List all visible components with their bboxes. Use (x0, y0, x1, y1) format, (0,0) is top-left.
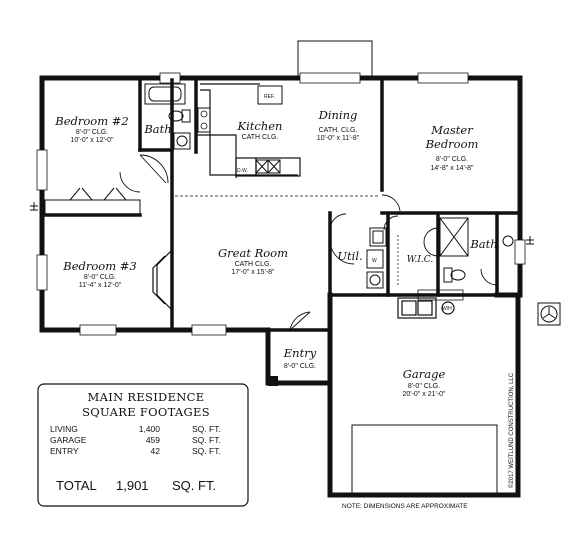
entry-post (268, 376, 278, 386)
dimensions-note: NOTE: DIMENSIONS ARE APPROXIMATE (342, 503, 468, 510)
water-heater-label: W/H (442, 306, 452, 312)
utility-fixtures (366, 227, 387, 289)
refrigerator-icon (257, 85, 283, 105)
room-ceiling: 8'-0" CLG. (76, 129, 108, 136)
room-ceiling: 8'-0" CLG. (408, 383, 440, 390)
room-ceiling: 8'-0" CLG. (284, 363, 316, 370)
sqft-row-value: 459 (146, 435, 160, 445)
room-name: Bedroom #2 (54, 114, 128, 128)
room-name-line1: Master (430, 123, 474, 137)
room-master-bedroom: Master Bedroom 8'-0" CLG. 14'-8" x 14'-8… (425, 123, 479, 172)
stove (197, 107, 211, 133)
room-kitchen: Kitchen CATH CLG. (237, 119, 283, 141)
room-bath-1: Bath (143, 122, 171, 136)
room-dining: Dining CATH. CLG. 10'-0" x 11'-8" (317, 108, 360, 142)
room-name: Great Room (218, 246, 288, 260)
porch-outline (297, 40, 373, 78)
room-size: 10'-0" x 12'-0" (70, 137, 114, 144)
copyright: ©2017 WEITLUND CONSTRUCTION, LLC (508, 372, 515, 488)
washer-label: W (372, 258, 377, 264)
sqft-row-value: 1,400 (139, 424, 161, 434)
sqft-row-unit: SQ. FT. (192, 435, 221, 445)
room-ceiling: 8'-0" CLG. (84, 274, 116, 281)
sqft-row-label: LIVING (50, 424, 78, 434)
room-bath-2: Bath (469, 237, 497, 251)
room-name: Entry (283, 346, 317, 360)
sqft-row-label: ENTRY (50, 446, 79, 456)
room-name: Dining (318, 108, 358, 122)
refrigerator-label: REF. (264, 94, 275, 100)
square-footage-box: MAIN RESIDENCE SQUARE FOOTAGES LIVING 1,… (37, 383, 249, 507)
bath-sink-icon (173, 132, 191, 150)
sqft-title-line1: MAIN RESIDENCE (88, 390, 205, 404)
closet-bedroom-3 (152, 249, 173, 311)
closet-bedroom-2 (44, 187, 141, 215)
hose-bib-icon (30, 202, 534, 245)
room-ceiling: CATH. CLG. (319, 127, 358, 134)
sqft-row-unit: SQ. FT. (192, 446, 221, 456)
room-bedroom-3: Bedroom #3 8'-0" CLG. 11'-4" x 12'-0" (62, 259, 136, 289)
room-utility: Util. (337, 249, 362, 263)
room-ceiling: 8'-0" CLG. (436, 156, 468, 163)
stove-burners (200, 110, 208, 130)
room-ceiling: CATH CLG. (242, 134, 279, 141)
room-size: 17'-0" x 15'-8" (231, 269, 275, 276)
room-garage: Garage 8'-0" CLG. 20'-0" x 21'-0" (402, 367, 446, 398)
room-size: 14'-8" x 14'-8" (430, 165, 474, 172)
room-name: Garage (403, 367, 446, 381)
room-size: 10'-0" x 11'-8" (317, 135, 360, 142)
room-name: Bedroom #3 (62, 259, 136, 273)
sqft-row-unit: SQ. FT. (192, 424, 221, 434)
sink-icon (255, 159, 281, 174)
master-toilet-icon (443, 267, 466, 283)
room-name-line2: Bedroom (425, 137, 479, 151)
room-ceiling: CATH CLG. (235, 261, 272, 268)
sqft-title-line2: SQUARE FOOTAGES (82, 405, 210, 419)
room-size: 11'-4" x 12'-0" (79, 282, 122, 289)
master-sink-icon (502, 235, 514, 247)
bathtub-icon (144, 83, 186, 105)
toilet-icon (168, 109, 191, 123)
room-entry: Entry 8'-0" CLG. (283, 346, 317, 370)
room-great-room: Great Room CATH CLG. 17'-0" x 15'-8" (218, 246, 288, 276)
room-name: Kitchen (237, 119, 283, 133)
sqft-row-value: 42 (151, 446, 161, 456)
room-wic: W.I.C. (407, 255, 434, 265)
sqft-row-label: GARAGE (50, 435, 87, 445)
windows (36, 72, 526, 336)
water-heater-icon (397, 297, 455, 319)
sqft-total-unit: SQ. FT. (172, 478, 216, 493)
ac-unit-icon (537, 302, 561, 326)
sqft-total-value: 1,901 (116, 478, 149, 493)
shower-icon (439, 217, 469, 257)
sqft-total-label: TOTAL (56, 478, 97, 493)
dishwasher-label: D.W. (237, 168, 248, 174)
room-bedroom-2: Bedroom #2 8'-0" CLG. 10'-0" x 12'-0" (54, 114, 128, 144)
room-size: 20'-0" x 21'-0" (402, 391, 446, 398)
garage-door (351, 424, 498, 494)
